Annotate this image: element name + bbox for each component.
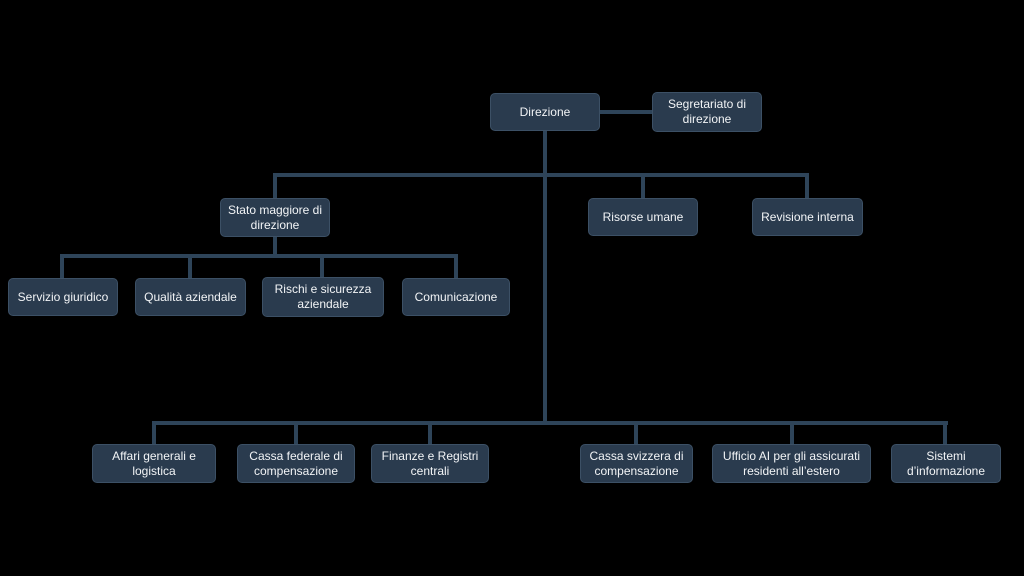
- connector-drop-servizio-giuridico: [60, 256, 64, 280]
- org-node-stato-maggiore: Stato maggiore di direzione: [220, 198, 330, 237]
- connector-drop-finanze-registri: [428, 423, 432, 446]
- connector-drop-cassa-federale: [294, 423, 298, 446]
- connector-drop-sistemi-informazione: [943, 423, 947, 446]
- org-node-cassa-federale: Cassa federale di compensazione: [237, 444, 355, 483]
- connector-drop-rischi-sicurezza: [320, 256, 324, 280]
- org-node-revisione-interna: Revisione interna: [752, 198, 863, 236]
- org-node-sistemi-informazione: Sistemi d’informazione: [891, 444, 1001, 483]
- org-node-affari-generali: Affari generali e logistica: [92, 444, 216, 483]
- org-node-cassa-svizzera: Cassa svizzera di compensazione: [580, 444, 693, 483]
- org-node-qualita-aziendale: Qualità aziendale: [135, 278, 246, 316]
- org-node-finanze-registri: Finanze e Registri centrali: [371, 444, 489, 483]
- connector-drop-revisione-interna: [805, 175, 809, 200]
- connector-level4-rail: [152, 421, 948, 425]
- org-node-segretariato: Segretariato di direzione: [652, 92, 762, 132]
- org-node-risorse-umane: Risorse umane: [588, 198, 698, 236]
- org-node-comunicazione: Comunicazione: [402, 278, 510, 316]
- connector-level2-rail: [273, 173, 809, 177]
- connector-drop-risorse-umane: [641, 175, 645, 200]
- connector-drop-stato-maggiore: [273, 175, 277, 200]
- org-node-ufficio-ai: Ufficio AI per gli assicurati residenti …: [712, 444, 871, 483]
- connector-stato-maggiore-down: [273, 236, 277, 256]
- connector-level3-rail: [60, 254, 458, 258]
- org-node-rischi-sicurezza: Rischi e sicurezza aziendale: [262, 277, 384, 317]
- org-node-servizio-giuridico: Servizio giuridico: [8, 278, 118, 316]
- org-node-direzione: Direzione: [490, 93, 600, 131]
- connector-drop-qualita-aziendale: [188, 256, 192, 280]
- connector-drop-comunicazione: [454, 256, 458, 280]
- connector-direzione-segretariato: [598, 110, 654, 114]
- connector-drop-affari-generali: [152, 423, 156, 446]
- connector-drop-ufficio-ai: [790, 423, 794, 446]
- connector-trunk-vertical: [543, 130, 547, 425]
- connector-drop-cassa-svizzera: [634, 423, 638, 446]
